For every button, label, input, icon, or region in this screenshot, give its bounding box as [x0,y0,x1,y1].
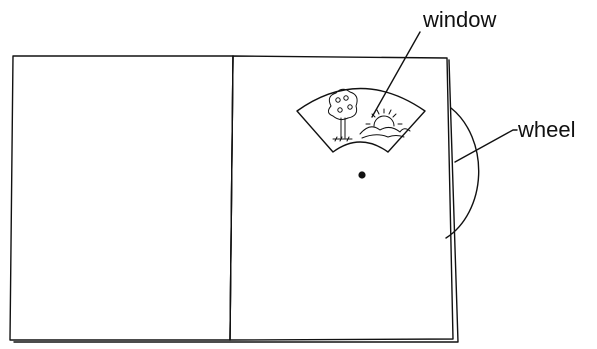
fold-line [229,55,234,341]
window-leader-line [371,31,421,118]
right-page [229,55,454,341]
wheel-label: wheel [517,117,575,142]
window-scene [327,88,411,142]
sun-icon [365,108,403,127]
pivot-dot [358,171,366,179]
wheel-leader-line [454,129,518,163]
left-page [9,55,234,341]
hills-icon [359,126,411,139]
apple-tree-icon [327,88,358,142]
window-label: window [422,7,496,32]
wheel-disk [445,107,480,239]
back-page-edge [13,59,459,343]
fan-window [296,87,426,153]
